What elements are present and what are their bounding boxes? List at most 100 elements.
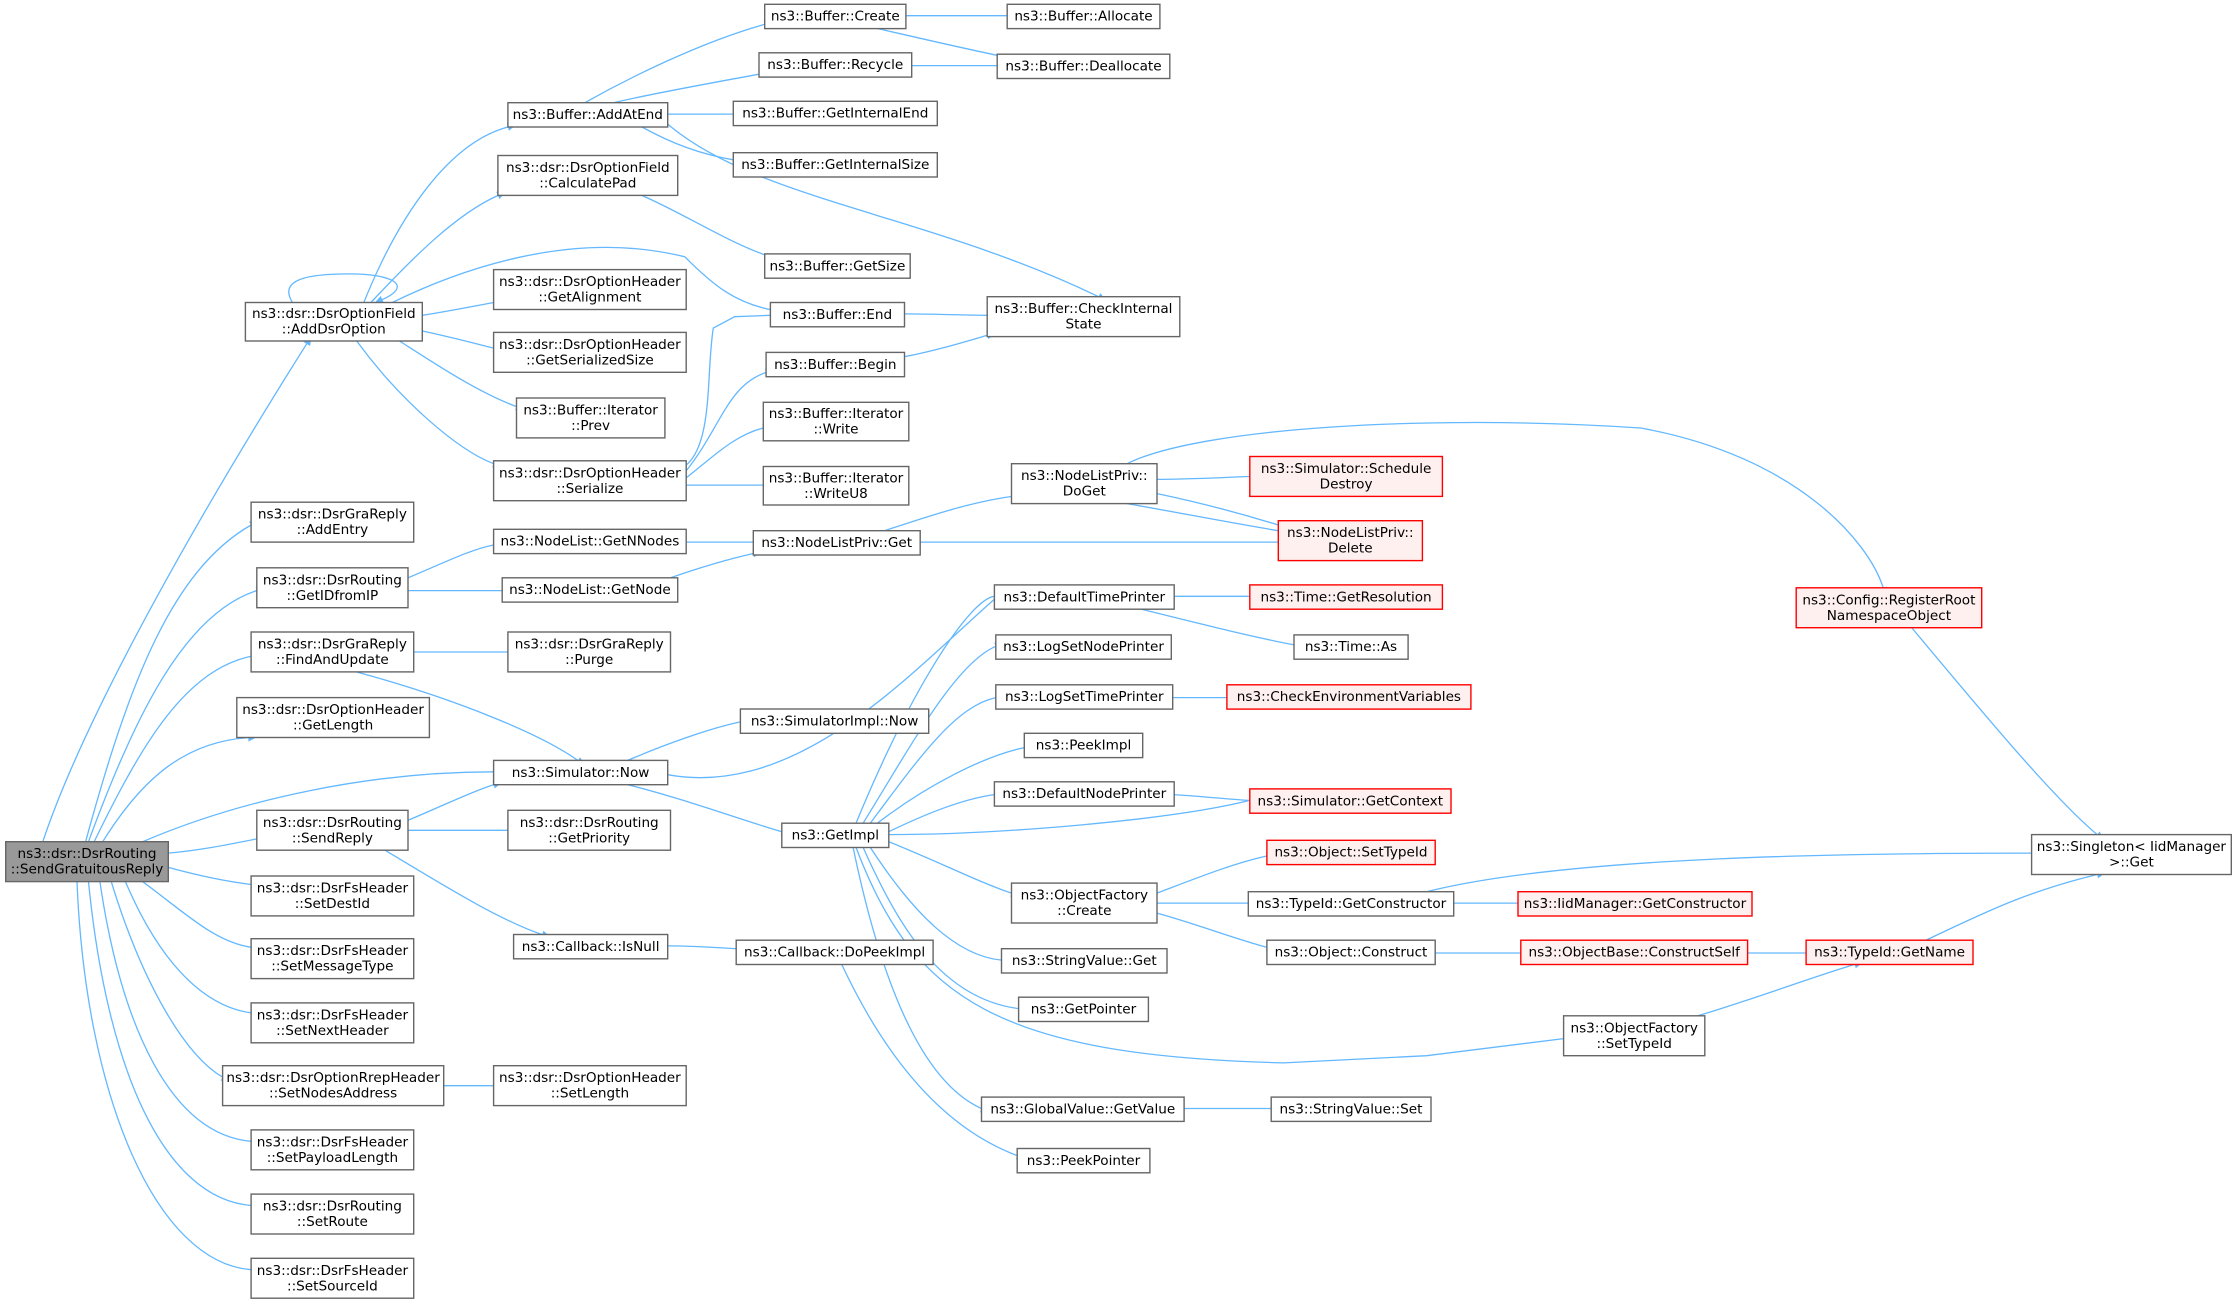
edge-getImpl-to-defaultNodePrinter bbox=[888, 790, 1004, 833]
node-objSetTypeId[interactable]: ns3::Object::SetTypeId bbox=[1266, 839, 1436, 866]
node-hdrSetLength[interactable]: ns3::dsr::DsrOptionHeader::SetLength bbox=[492, 1064, 687, 1107]
node-sendReply[interactable]: ns3::dsr::DsrRouting::SendReply bbox=[256, 809, 409, 851]
edge-line bbox=[685, 427, 764, 479]
node-iterWrite[interactable]: ns3::Buffer::Iterator::Write bbox=[762, 401, 910, 442]
node-logSetNodePrinter[interactable]: ns3::LogSetNodePrinter bbox=[995, 634, 1172, 660]
node-addDsrOption[interactable]: ns3::dsr::DsrOptionField::AddDsrOption bbox=[244, 301, 423, 342]
node-defaultNodePrinter[interactable]: ns3::DefaultNodePrinter bbox=[993, 781, 1175, 807]
node-graPurge[interactable]: ns3::dsr::DsrGraReply::Purge bbox=[507, 631, 672, 673]
node-cbDoPeekImpl[interactable]: ns3::Callback::DoPeekImpl bbox=[735, 939, 934, 966]
node-objBaseConstructSelf[interactable]: ns3::ObjectBase::ConstructSelf bbox=[1520, 939, 1749, 966]
node-bufBegin[interactable]: ns3::Buffer::Begin bbox=[765, 351, 906, 378]
node-typeIdGetConstructor[interactable]: ns3::TypeId::GetConstructor bbox=[1247, 891, 1455, 917]
node-simImplNow[interactable]: ns3::SimulatorImpl::Now bbox=[739, 708, 930, 734]
node-findAndUpdate[interactable]: ns3::dsr::DsrGraReply::FindAndUpdate bbox=[250, 631, 415, 673]
node-nlpDelete[interactable]: ns3::NodeListPriv::Delete bbox=[1277, 520, 1424, 562]
node-getNode[interactable]: ns3::NodeList::GetNode bbox=[501, 577, 679, 603]
node-box bbox=[1266, 839, 1436, 866]
node-label-line: ::FindAndUpdate bbox=[276, 652, 389, 668]
node-label-line: ::Write bbox=[813, 422, 858, 438]
edge-cbIsNull-to-cbDoPeekImpl bbox=[667, 944, 746, 953]
node-label-line: ::SetNextHeader bbox=[276, 1023, 389, 1039]
node-logSetTimePrinter[interactable]: ns3::LogSetTimePrinter bbox=[995, 684, 1174, 710]
node-getSerializedSize[interactable]: ns3::dsr::DsrOptionHeader::GetSerialized… bbox=[492, 331, 687, 373]
node-timeAs[interactable]: ns3::Time::As bbox=[1293, 634, 1409, 660]
node-bufAllocate[interactable]: ns3::Buffer::Allocate bbox=[1006, 3, 1161, 30]
node-graAddEntry[interactable]: ns3::dsr::DsrGraReply::AddEntry bbox=[250, 501, 415, 543]
node-box bbox=[221, 1064, 445, 1107]
node-bufGetInternalSize[interactable]: ns3::Buffer::GetInternalSize bbox=[732, 151, 938, 178]
node-label-line: ns3::Simulator::Now bbox=[512, 765, 650, 781]
edge-line bbox=[888, 793, 995, 833]
node-hdrGetLength[interactable]: ns3::dsr::DsrOptionHeader::GetLength bbox=[236, 696, 431, 739]
edge-line bbox=[168, 838, 257, 854]
node-getNNodes[interactable]: ns3::NodeList::GetNNodes bbox=[492, 528, 687, 555]
node-nlpGet[interactable]: ns3::NodeListPriv::Get bbox=[752, 530, 921, 556]
edge-bufBegin-to-bufCheckInternal bbox=[904, 331, 996, 358]
node-box bbox=[492, 1064, 687, 1107]
node-ofCreate[interactable]: ns3::ObjectFactory::Create bbox=[1010, 882, 1158, 924]
node-label-line: ns3::dsr::DsrOptionRrepHeader bbox=[226, 1070, 440, 1086]
node-box bbox=[501, 577, 679, 603]
node-peekImpl[interactable]: ns3::PeekImpl bbox=[1023, 732, 1144, 759]
edge-typeIdGetConstructor-to-singletonGet bbox=[1426, 849, 2041, 893]
node-box bbox=[250, 501, 415, 543]
edge-objConstruct-to-objBaseConstructSelf bbox=[1435, 949, 1530, 957]
node-ofSetTypeId[interactable]: ns3::ObjectFactory::SetTypeId bbox=[1562, 1015, 1706, 1057]
node-nlpDoGet[interactable]: ns3::NodeListPriv::DoGet bbox=[1010, 463, 1158, 505]
node-calculatePad[interactable]: ns3::dsr::DsrOptionField::CalculatePad bbox=[497, 154, 679, 197]
node-iterWriteU8[interactable]: ns3::Buffer::Iterator::WriteU8 bbox=[762, 465, 910, 506]
node-timeGetResolution[interactable]: ns3::Time::GetResolution bbox=[1249, 584, 1444, 610]
node-bufRecycle[interactable]: ns3::Buffer::Recycle bbox=[758, 52, 913, 78]
node-peekPointer[interactable]: ns3::PeekPointer bbox=[1016, 1147, 1151, 1174]
node-label-line: ns3::dsr::DsrFsHeader bbox=[257, 943, 409, 959]
edge-line bbox=[888, 841, 1012, 894]
node-getPointer[interactable]: ns3::GetPointer bbox=[1017, 996, 1150, 1023]
node-strValSet[interactable]: ns3::StringValue::Set bbox=[1270, 1096, 1432, 1123]
node-setMessageType[interactable]: ns3::dsr::DsrFsHeader::SetMessageType bbox=[250, 938, 415, 980]
node-box bbox=[1226, 684, 1472, 710]
node-bufGetSize[interactable]: ns3::Buffer::GetSize bbox=[764, 253, 911, 279]
node-label-line: ns3::NodeListPriv:: bbox=[1287, 525, 1414, 541]
node-getPriority[interactable]: ns3::dsr::DsrRouting::GetPriority bbox=[507, 809, 672, 851]
node-simNow[interactable]: ns3::Simulator::Now bbox=[492, 759, 669, 786]
edge-calculatePad-to-bufGetSize bbox=[641, 194, 779, 261]
node-strValGet[interactable]: ns3::StringValue::Get bbox=[1000, 948, 1168, 974]
node-hdrSerialize[interactable]: ns3::dsr::DsrOptionHeader::Serialize bbox=[492, 460, 687, 502]
node-setNodesAddress[interactable]: ns3::dsr::DsrOptionRrepHeader::SetNodesA… bbox=[221, 1064, 445, 1107]
node-typeIdGetName[interactable]: ns3::TypeId::GetName bbox=[1805, 939, 1974, 966]
node-setRoute[interactable]: ns3::dsr::DsrRouting::SetRoute bbox=[250, 1193, 415, 1235]
node-bufEnd[interactable]: ns3::Buffer::End bbox=[769, 301, 906, 328]
node-box bbox=[752, 530, 921, 556]
node-checkEnvVars[interactable]: ns3::CheckEnvironmentVariables bbox=[1226, 684, 1472, 710]
node-cbIsNull[interactable]: ns3::Callback::IsNull bbox=[512, 933, 669, 960]
node-defaultTimePrinter[interactable]: ns3::DefaultTimePrinter bbox=[993, 584, 1175, 610]
node-getImpl[interactable]: ns3::GetImpl bbox=[781, 822, 890, 849]
node-box bbox=[1562, 1015, 1706, 1057]
node-setNextHeader[interactable]: ns3::dsr::DsrFsHeader::SetNextHeader bbox=[250, 1002, 415, 1044]
node-singletonGet[interactable]: ns3::Singleton< IidManager >::Get bbox=[2030, 833, 2232, 876]
node-label-line: DoGet bbox=[1063, 484, 1106, 500]
node-label-line: ns3::dsr::DsrGraReply bbox=[258, 637, 407, 653]
node-gvGetValue[interactable]: ns3::GlobalValue::GetValue bbox=[980, 1096, 1185, 1123]
node-getIDfromIP[interactable]: ns3::dsr::DsrRouting::GetIDfromIP bbox=[256, 567, 409, 609]
node-objConstruct[interactable]: ns3::Object::Construct bbox=[1266, 939, 1436, 966]
node-label-line: ns3::Singleton< IidManager bbox=[2037, 839, 2227, 855]
node-simGetContext[interactable]: ns3::Simulator::GetContext bbox=[1249, 788, 1452, 814]
node-setPayloadLength[interactable]: ns3::dsr::DsrFsHeader::SetPayloadLength bbox=[250, 1129, 415, 1171]
node-box bbox=[1000, 948, 1168, 974]
node-bufGetInternalEnd[interactable]: ns3::Buffer::GetInternalEnd bbox=[732, 100, 938, 127]
node-box bbox=[1247, 891, 1455, 917]
node-bufDeallocate[interactable]: ns3::Buffer::Deallocate bbox=[996, 53, 1171, 80]
node-bufAddAtEnd[interactable]: ns3::Buffer::AddAtEnd bbox=[507, 101, 669, 128]
node-bufCreate[interactable]: ns3::Buffer::Create bbox=[764, 3, 907, 30]
edge-line bbox=[1174, 793, 1250, 802]
node-iidGetConstructor[interactable]: ns3::IidManager::GetConstructor bbox=[1517, 891, 1753, 917]
node-iterPrev[interactable]: ns3::Buffer::Iterator::Prev bbox=[515, 397, 666, 439]
node-getAlignment[interactable]: ns3::dsr::DsrOptionHeader::GetAlignment bbox=[492, 268, 687, 311]
node-setSourceId[interactable]: ns3::dsr::DsrFsHeader::SetSourceId bbox=[250, 1257, 415, 1299]
node-setDestId[interactable]: ns3::dsr::DsrFsHeader::SetDestId bbox=[250, 875, 415, 917]
